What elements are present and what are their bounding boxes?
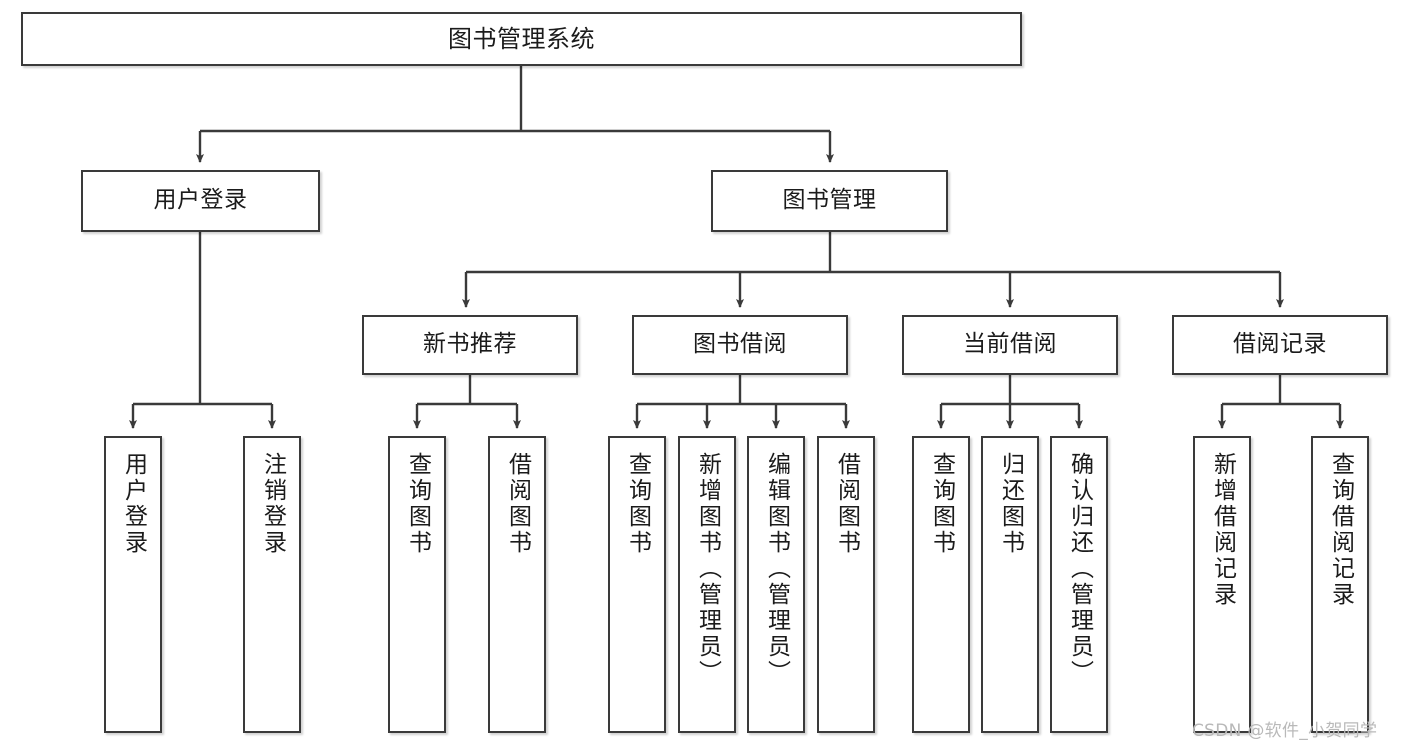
leaf-borrow-book-1[interactable]: 借阅图书 [488,436,546,733]
leaf-query-book-3[interactable]: 查询图书 [912,436,970,733]
node-user-login[interactable]: 用户登录 [81,170,320,232]
leaf-query-borrow-record[interactable]: 查询借阅记录 [1311,436,1369,733]
node-label: 图书管理系统 [448,24,595,53]
leaf-add-borrow-record[interactable]: 新增借阅记录 [1193,436,1251,733]
leaf-edit-book-admin[interactable]: 编辑图书（管理员） [747,436,805,733]
node-label: 查询借阅记录 [1327,452,1354,608]
node-label: 图书借阅 [693,331,787,358]
node-label: 新增借阅记录 [1209,452,1236,608]
node-label: 用户登录 [153,187,248,214]
leaf-logout[interactable]: 注销登录 [243,436,301,733]
node-book-borrow[interactable]: 图书借阅 [632,315,848,375]
node-label: 归还图书 [997,452,1024,556]
node-label: 借阅记录 [1233,331,1327,358]
csdn-watermark: CSDN @软件_小贺同学 [1192,721,1378,741]
leaf-confirm-return-admin[interactable]: 确认归还（管理员） [1050,436,1108,733]
node-label: 确认归还（管理员） [1066,452,1093,686]
node-label: 新增图书（管理员） [694,452,721,686]
node-borrow-record[interactable]: 借阅记录 [1172,315,1388,375]
node-label: 用户登录 [120,452,147,556]
node-label: 编辑图书（管理员） [763,452,790,686]
node-new-book-recommend[interactable]: 新书推荐 [362,315,578,375]
node-label: 查询图书 [404,452,431,556]
node-book-management[interactable]: 图书管理 [711,170,948,232]
node-root-system[interactable]: 图书管理系统 [21,12,1022,66]
node-label: 查询图书 [928,452,955,556]
node-label: 图书管理 [782,187,877,214]
leaf-query-book-1[interactable]: 查询图书 [388,436,446,733]
node-label: 借阅图书 [833,452,860,556]
node-label: 当前借阅 [963,331,1057,358]
leaf-return-book[interactable]: 归还图书 [981,436,1039,733]
leaf-user-login[interactable]: 用户登录 [104,436,162,733]
leaf-borrow-book-2[interactable]: 借阅图书 [817,436,875,733]
node-label: 查询图书 [624,452,651,556]
node-label: 新书推荐 [423,331,517,358]
node-label: 注销登录 [259,452,286,556]
node-current-borrow[interactable]: 当前借阅 [902,315,1118,375]
leaf-add-book-admin[interactable]: 新增图书（管理员） [678,436,736,733]
node-label: 借阅图书 [504,452,531,556]
leaf-query-book-2[interactable]: 查询图书 [608,436,666,733]
